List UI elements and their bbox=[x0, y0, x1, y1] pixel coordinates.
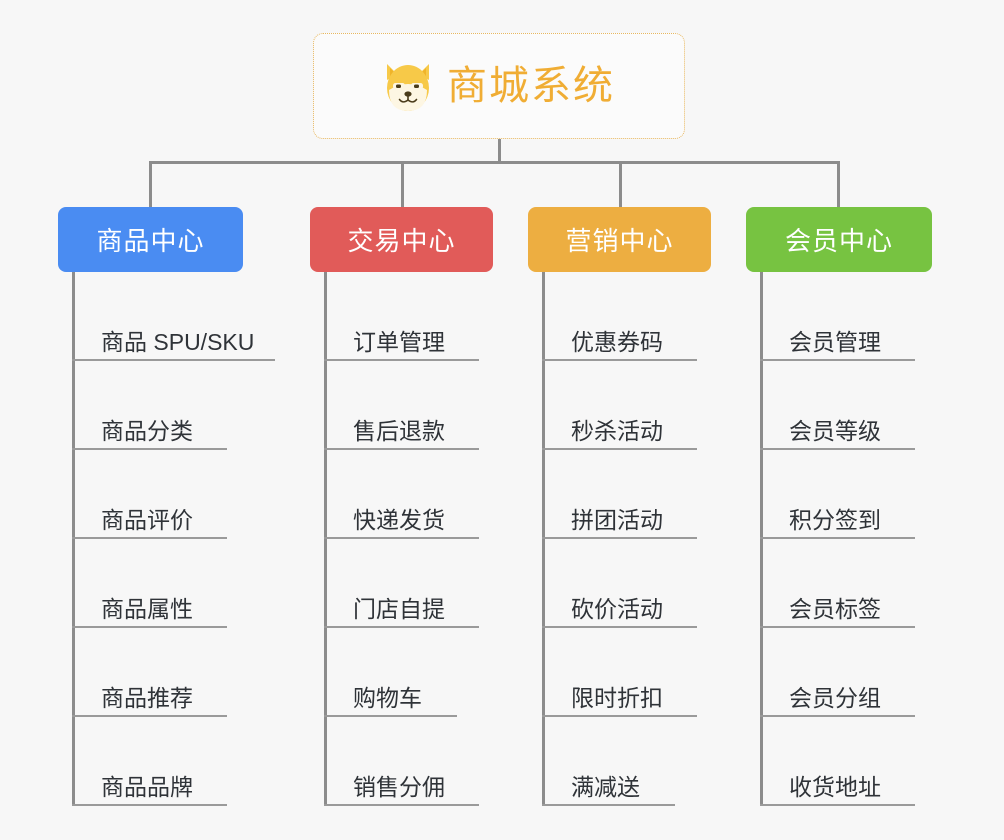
category-label-product-center: 商品中心 bbox=[96, 226, 205, 256]
leaf-underline bbox=[324, 626, 479, 628]
leaf-item[interactable]: 优惠券码 bbox=[542, 272, 697, 361]
leaf-label: 商品品牌 bbox=[101, 773, 193, 800]
category-box-product-center[interactable]: 商品中心 bbox=[58, 207, 243, 272]
leaf-underline bbox=[760, 804, 915, 806]
leaf-label: 拼团活动 bbox=[571, 506, 663, 533]
leaf-item[interactable]: 订单管理 bbox=[324, 272, 479, 361]
leaf-label: 会员管理 bbox=[789, 328, 881, 355]
leaf-item[interactable]: 收货地址 bbox=[760, 717, 915, 806]
leaf-label: 商品评价 bbox=[101, 506, 193, 533]
leaf-item[interactable]: 会员分组 bbox=[760, 628, 915, 717]
leaf-item[interactable]: 会员等级 bbox=[760, 361, 915, 450]
leaf-underline bbox=[760, 537, 915, 539]
leaf-underline bbox=[542, 715, 697, 717]
category-label-marketing-center: 营销中心 bbox=[565, 226, 674, 256]
leaf-label: 会员标签 bbox=[789, 595, 881, 622]
leaf-underline bbox=[72, 537, 227, 539]
connector-drop-member-center bbox=[837, 161, 840, 208]
leaf-label: 会员等级 bbox=[789, 417, 881, 444]
leaf-label: 秒杀活动 bbox=[571, 417, 663, 444]
leaf-item[interactable]: 快递发货 bbox=[324, 450, 479, 539]
leaf-item[interactable]: 售后退款 bbox=[324, 361, 479, 450]
category-box-marketing-center[interactable]: 营销中心 bbox=[528, 207, 711, 272]
leaf-label: 商品属性 bbox=[101, 595, 193, 622]
branch-trunk-member-center bbox=[760, 272, 763, 806]
leaf-underline bbox=[324, 359, 479, 361]
leaf-label: 购物车 bbox=[353, 684, 422, 711]
leaf-underline bbox=[542, 626, 697, 628]
leaf-underline bbox=[542, 359, 697, 361]
branch-trunk-marketing-center bbox=[542, 272, 545, 806]
leaf-label: 会员分组 bbox=[789, 684, 881, 711]
leaf-item[interactable]: 拼团活动 bbox=[542, 450, 697, 539]
branch-trunk-product-center bbox=[72, 272, 75, 806]
leaf-item[interactable]: 积分签到 bbox=[760, 450, 915, 539]
leaf-item[interactable]: 门店自提 bbox=[324, 539, 479, 628]
leaf-underline bbox=[324, 804, 479, 806]
category-label-member-center: 会员中心 bbox=[784, 226, 893, 256]
leaf-underline bbox=[760, 448, 915, 450]
leaf-underline bbox=[324, 448, 479, 450]
root-node[interactable]: 商城系统 bbox=[313, 33, 685, 139]
leaf-item[interactable]: 会员标签 bbox=[760, 539, 915, 628]
leaf-item[interactable]: 商品 SPU/SKU bbox=[72, 272, 275, 361]
leaf-label: 限时折扣 bbox=[571, 684, 663, 711]
leaf-underline bbox=[542, 537, 697, 539]
shiba-dog-icon bbox=[383, 60, 433, 112]
leaf-underline bbox=[542, 804, 675, 806]
connector-drop-product-center bbox=[149, 161, 152, 208]
connector-drop-marketing-center bbox=[619, 161, 622, 208]
leaf-label: 销售分佣 bbox=[353, 773, 445, 800]
leaf-label: 商品 SPU/SKU bbox=[101, 328, 255, 355]
leaf-label: 订单管理 bbox=[353, 328, 445, 355]
category-box-trade-center[interactable]: 交易中心 bbox=[310, 207, 493, 272]
leaf-underline bbox=[72, 804, 227, 806]
connector-root-stem bbox=[498, 139, 501, 164]
leaf-item[interactable]: 商品评价 bbox=[72, 450, 227, 539]
leaf-underline bbox=[760, 359, 915, 361]
leaf-underline bbox=[760, 626, 915, 628]
branch-trunk-trade-center bbox=[324, 272, 327, 806]
leaf-underline bbox=[72, 359, 275, 361]
leaf-item[interactable]: 商品推荐 bbox=[72, 628, 227, 717]
leaf-item[interactable]: 满减送 bbox=[542, 717, 675, 806]
leaf-underline bbox=[324, 715, 457, 717]
category-box-member-center[interactable]: 会员中心 bbox=[746, 207, 932, 272]
leaf-underline bbox=[542, 448, 697, 450]
leaf-underline bbox=[72, 626, 227, 628]
leaf-item[interactable]: 购物车 bbox=[324, 628, 457, 717]
leaf-item[interactable]: 销售分佣 bbox=[324, 717, 479, 806]
leaf-underline bbox=[324, 537, 479, 539]
leaf-label: 优惠券码 bbox=[571, 328, 663, 355]
leaf-item[interactable]: 商品分类 bbox=[72, 361, 227, 450]
leaf-label: 满减送 bbox=[571, 773, 640, 800]
leaf-underline bbox=[72, 448, 227, 450]
connector-horizontal-bus bbox=[149, 161, 840, 164]
connector-drop-trade-center bbox=[401, 161, 404, 208]
leaf-label: 商品分类 bbox=[101, 417, 193, 444]
leaf-label: 售后退款 bbox=[353, 417, 445, 444]
leaf-label: 砍价活动 bbox=[571, 595, 663, 622]
leaf-item[interactable]: 砍价活动 bbox=[542, 539, 697, 628]
leaf-label: 收货地址 bbox=[789, 773, 881, 800]
category-label-trade-center: 交易中心 bbox=[347, 226, 456, 256]
leaf-label: 门店自提 bbox=[353, 595, 445, 622]
leaf-label: 积分签到 bbox=[789, 506, 881, 533]
leaf-underline bbox=[72, 715, 227, 717]
leaf-item[interactable]: 会员管理 bbox=[760, 272, 915, 361]
leaf-item[interactable]: 商品品牌 bbox=[72, 717, 227, 806]
root-label: 商城系统 bbox=[447, 64, 615, 108]
leaf-label: 商品推荐 bbox=[101, 684, 193, 711]
leaf-item[interactable]: 商品属性 bbox=[72, 539, 227, 628]
leaf-underline bbox=[760, 715, 915, 717]
leaf-item[interactable]: 秒杀活动 bbox=[542, 361, 697, 450]
leaf-label: 快递发货 bbox=[353, 506, 445, 533]
leaf-item[interactable]: 限时折扣 bbox=[542, 628, 697, 717]
